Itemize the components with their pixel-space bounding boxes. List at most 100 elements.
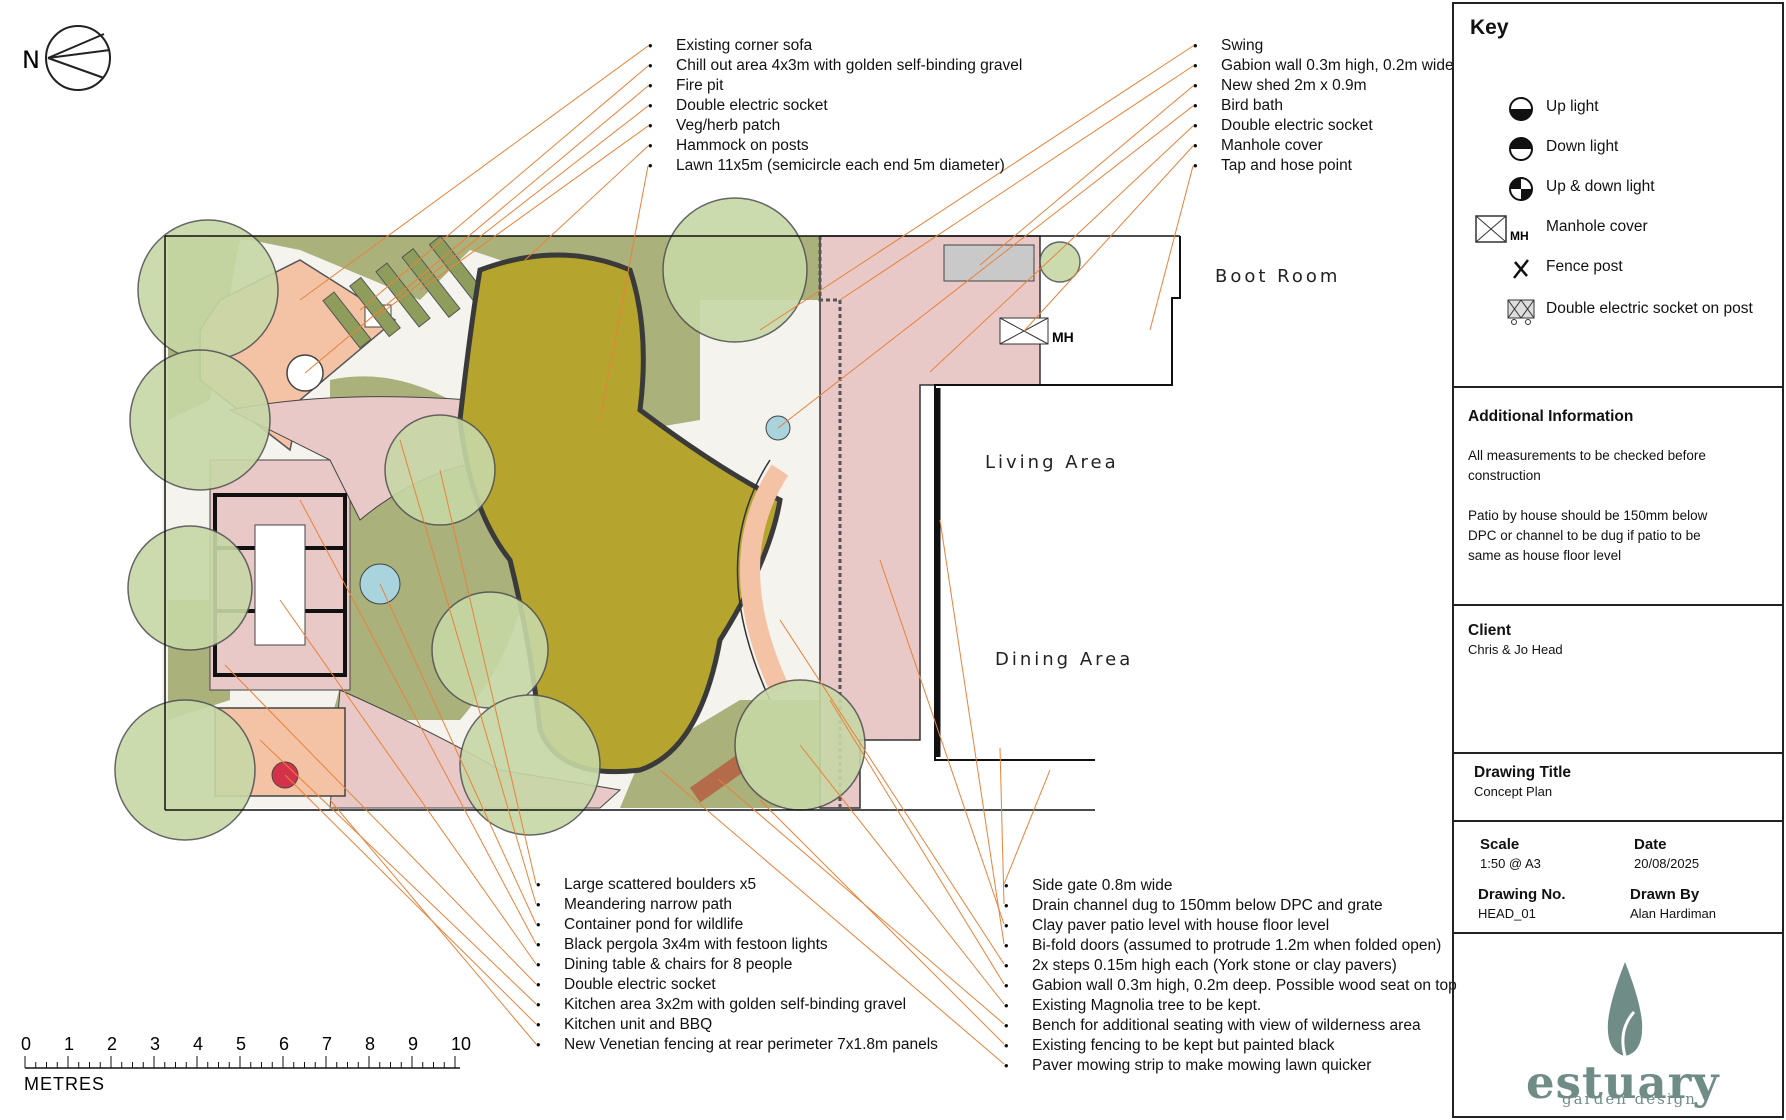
veg-herb-patch [322,235,490,349]
key-label-down-light: Down light [1546,138,1619,155]
key-label-fence-post: Fence post [1546,258,1623,275]
dining-area-label: Dining Area [995,649,1133,670]
leader-line [259,739,537,1005]
leader-line [379,583,537,925]
drawing-title-label: Drawing Title [1474,764,1572,781]
key-item-socket-on-post: Double electric socket on post [1466,296,1776,326]
top-left-note: Fire pit [648,76,1022,96]
bottom-right-note: Side gate 0.8m wide [1004,876,1457,896]
scale-tick-label: 7 [322,1034,332,1054]
bottom-left-note: Meandering narrow path [536,895,938,915]
top-left-note: Existing corner sofa [648,36,1022,56]
top-right-note: New shed 2m x 0.9m [1193,76,1454,96]
leaf-drop-icon [1607,962,1643,1057]
key-item-up-down-light: Up & down light [1466,174,1776,204]
scale-bar-title: METRES [24,1074,105,1094]
key-item-fence-post: Fence post [1466,254,1776,284]
scale-tick-label: 8 [365,1034,375,1054]
bottom-right-note: Existing fencing to be kept but painted … [1004,1036,1457,1056]
bottom-right-note: Existing Magnolia tree to be kept. [1004,996,1457,1016]
scale-tick-label: 5 [236,1034,246,1054]
north-label: N [22,46,40,74]
bottom-right-note: Paver mowing strip to make mowing lawn q… [1004,1056,1457,1076]
bottom-left-note: Container pond for wildlife [536,915,938,935]
top-right-note: Double electric socket [1193,116,1454,136]
leader-line [359,65,649,311]
key-item-manhole-cover: MH Manhole cover [1466,214,1776,244]
top-right-note: Gabion wall 0.3m high, 0.2m wide [1193,56,1454,76]
gabion-wall [818,236,842,808]
top-left-note: Hammock on posts [648,136,1022,156]
client-value: Chris & Jo Head [1468,642,1563,657]
socket-on-post-icon [1507,299,1535,325]
drawn-by-label: Drawn By [1630,886,1700,903]
bottom-right-note: 2x steps 0.15m high each (York stone or … [1004,956,1457,976]
dining-table [254,524,306,646]
additional-info-text: All measurements to be checked before co… [1468,448,1708,563]
leader-line [329,799,537,1045]
key-label-up-light: Up light [1546,98,1599,115]
leader-line [779,619,1005,965]
logo-subtitle: garden design [1562,1090,1697,1108]
leader-line [759,45,1194,331]
top-right-note: Swing [1193,36,1454,56]
notes-top-left: Existing corner sofaChill out area 4x3m … [648,36,1022,176]
bottom-left-note: Dining table & chairs for 8 people [536,955,938,975]
key-item-up-light: Up light [1466,94,1776,124]
scale-value: 1:50 @ A3 [1480,856,1541,871]
leader-line [979,85,1194,266]
north-arrow: N [22,25,111,91]
living-area-label: Living Area [985,452,1119,473]
leader-line [279,599,537,965]
scale-tick-label: 10 [451,1034,471,1054]
client-title: Client [1468,622,1512,639]
manhole-text: MH [1052,329,1074,345]
scale-label: Scale [1480,836,1520,853]
scale-tick-label: 3 [150,1034,160,1054]
bottom-left-note: New Venetian fencing at rear perimeter 7… [536,1035,938,1055]
manhole-cover-icon: MH [1475,215,1529,243]
bottom-right-note: Clay paver patio level with house floor … [1004,916,1457,936]
steps [740,464,790,695]
boot-room-label: Boot Room [1215,266,1340,287]
leader-line [1149,165,1194,331]
leader-line [299,499,537,945]
manhole-icon-text: MH [1510,229,1529,243]
additional-info-title: Additional Information [1468,408,1634,425]
notes-bottom-left: Large scattered boulders x5Meandering na… [536,875,938,1055]
leader-line [939,519,1005,945]
key-label-manhole-cover: Manhole cover [1546,218,1648,235]
logo-section: estuary garden design [1454,934,1782,1118]
leader-line [829,699,1005,985]
notes-top-right: SwingGabion wall 0.3m high, 0.2m wideNew… [1193,36,1454,176]
top-left-note: Double electric socket [648,96,1022,116]
bottom-right-note: Drain channel dug to 150mm below DPC and… [1004,896,1457,916]
key-section: Key Up light Down light Up & down light … [1454,4,1782,388]
house-outline [934,236,1181,761]
top-left-note: Lawn 11x5m (semicircle each end 5m diame… [648,156,1022,176]
leader-line [304,85,649,374]
leader-line [377,105,649,317]
top-right-note: Tap and hose point [1193,156,1454,176]
bottom-right-note: Gabion wall 0.3m high, 0.2m deep. Possib… [1004,976,1457,996]
bottom-left-note: Black pergola 3x4m with festoon lights [536,935,938,955]
scale-tick-label: 1 [64,1034,74,1054]
top-left-note: Veg/herb patch [648,116,1022,136]
leader-line [284,774,537,1025]
bottom-left-note: Kitchen area 3x2m with golden self-bindi… [536,995,938,1015]
leader-line [929,125,1194,373]
down-light-icon [1509,137,1533,161]
notes-bottom-right: Side gate 0.8m wideDrain channel dug to … [1004,876,1457,1076]
leader-line [599,165,649,421]
clay-paver-patio [819,235,1041,809]
key-title: Key [1470,16,1509,39]
client-section: Client Chris & Jo Head [1454,606,1782,754]
leader-line [224,664,537,985]
up-down-light-icon [1509,177,1533,201]
drawing-meta-section: Scale 1:50 @ A3 Date 20/08/2025 Drawing … [1454,822,1782,934]
scale-tick-label: 2 [107,1034,117,1054]
top-right-note: Manhole cover [1193,136,1454,156]
leader-line [1003,769,1051,885]
